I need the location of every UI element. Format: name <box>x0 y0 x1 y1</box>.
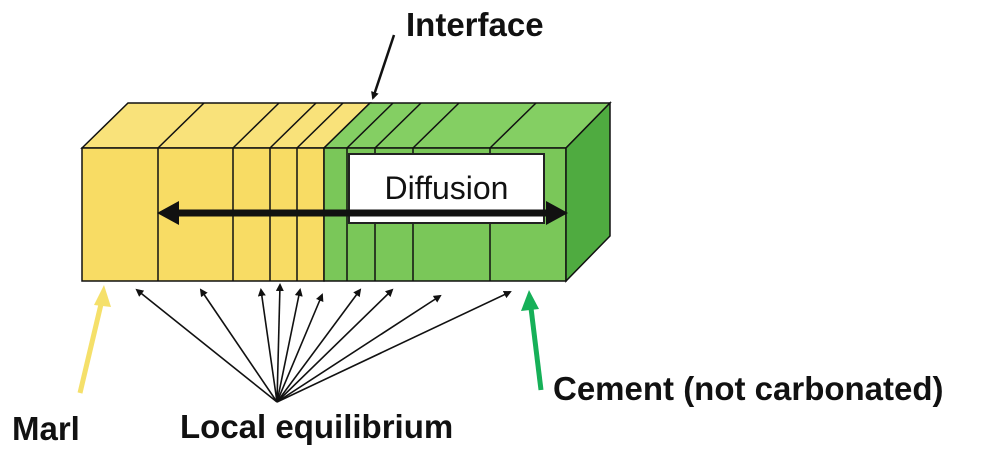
interface-arrow <box>371 34 396 100</box>
local-equilibrium-arrows <box>135 283 512 403</box>
cement-arrowhead <box>521 290 539 311</box>
marl-label: Marl <box>12 410 80 447</box>
local-equilibrium-label: Local equilibrium <box>180 408 454 445</box>
interface-label: Interface <box>406 6 544 43</box>
cement-arrow <box>528 307 544 391</box>
marl-arrow <box>77 299 105 394</box>
cement-label: Cement (not carbonated) <box>553 370 944 407</box>
marl-arrowhead <box>94 285 111 307</box>
cement-side-face <box>565 101 611 283</box>
